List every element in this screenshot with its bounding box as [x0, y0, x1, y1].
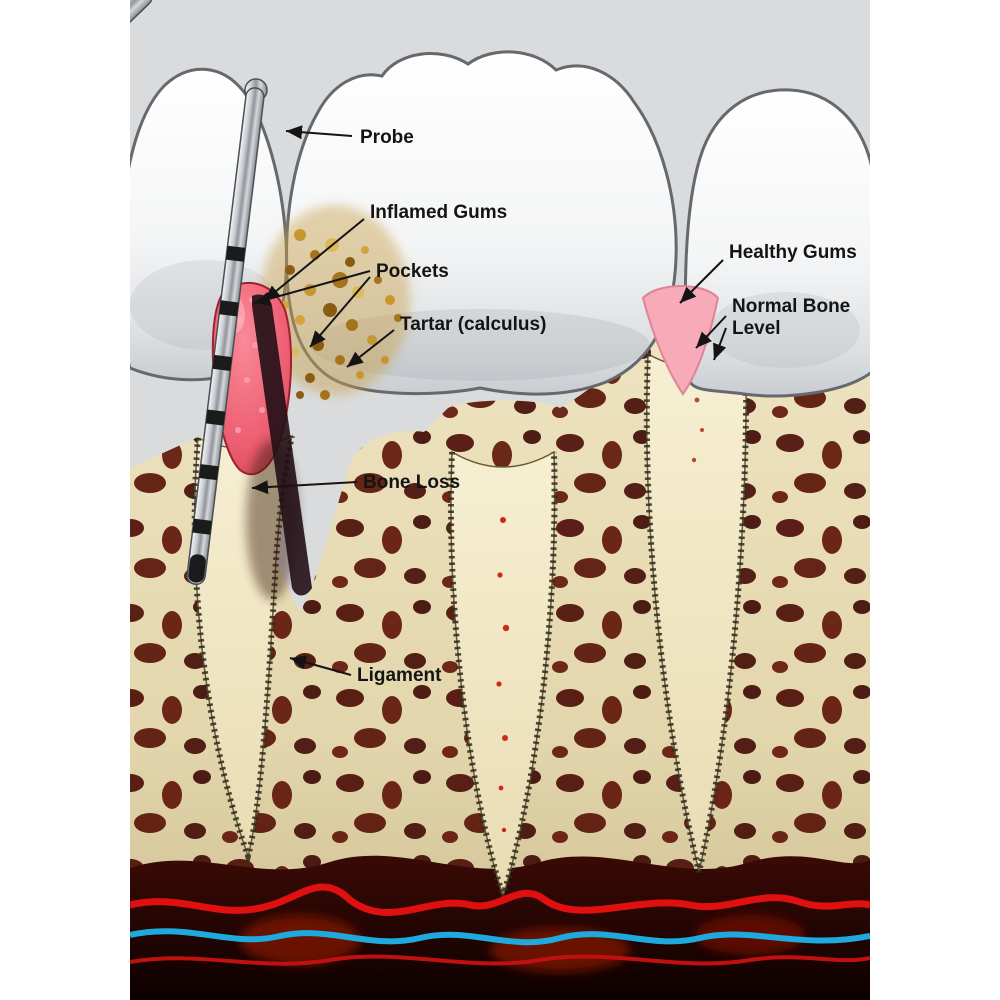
vein-vessel — [130, 928, 870, 946]
right-crown — [683, 88, 870, 398]
inflamed-gums-label: Inflamed Gums — [370, 202, 507, 223]
ligament-leader — [289, 655, 352, 676]
normal-bone-level-label-line1: Normal Bone — [732, 296, 850, 317]
pockets-leader-1 — [253, 270, 371, 306]
probe-markings — [188, 245, 246, 583]
ligament-label: Ligament — [357, 665, 442, 686]
tartar-leader — [346, 329, 395, 368]
healthy-gums-label: Healthy Gums — [729, 242, 857, 263]
artery-vessel — [130, 883, 870, 916]
probe-shaft — [186, 87, 265, 586]
normal-bone-level-label-line2: Level — [732, 318, 781, 339]
pockets-leader-2 — [309, 276, 371, 348]
labels: Probe Inflamed Gums Pockets Tartar (calc… — [357, 127, 857, 686]
ligament-ticks-center — [447, 451, 558, 907]
pockets-label: Pockets — [376, 261, 449, 282]
bone-loss-leader — [251, 480, 358, 495]
center-tooth-root — [447, 450, 558, 907]
healthy-gum-papilla — [641, 285, 720, 396]
inflamed-gums-leader — [263, 218, 365, 302]
normal-bone-leader-1 — [695, 315, 727, 349]
artery-vessel-lower — [130, 954, 870, 966]
blood-vessels — [130, 883, 870, 966]
tooth-crowns — [130, 50, 870, 398]
tartar-label: Tartar (calculus) — [400, 314, 546, 335]
bone-loss-label: Bone Loss — [363, 472, 460, 493]
ligament-ticks-left — [191, 435, 295, 867]
ligament-ticks-right — [643, 353, 750, 873]
normal-bone-leader-2 — [713, 327, 727, 361]
root-dots-right — [691, 397, 704, 463]
healthy-gums-leader — [679, 259, 724, 304]
leader-lines — [251, 125, 727, 676]
periodontal-probe — [130, 0, 268, 586]
probe-leader — [285, 125, 353, 140]
probe-label: Probe — [360, 127, 414, 148]
root-canal-dots — [496, 517, 510, 833]
periodontal-pocket — [252, 294, 312, 596]
